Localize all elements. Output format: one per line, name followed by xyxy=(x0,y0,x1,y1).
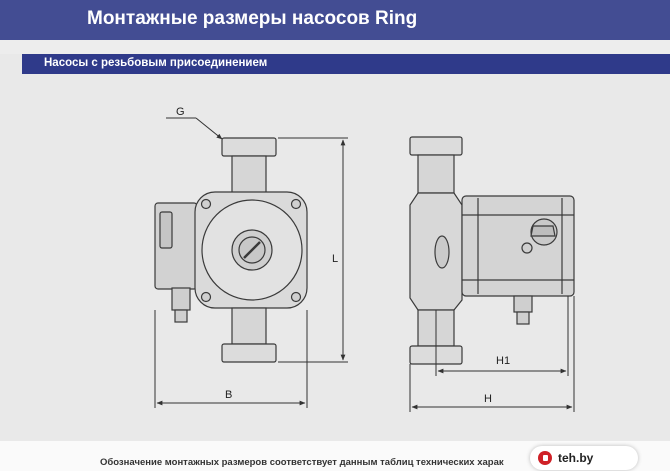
label-g: G xyxy=(176,106,185,118)
label-h: H xyxy=(484,393,492,405)
pin-icon xyxy=(538,451,552,465)
front-view xyxy=(154,137,308,363)
dimension-l xyxy=(278,137,348,363)
label-h1: H1 xyxy=(496,355,510,367)
title-gap xyxy=(0,40,670,54)
dimension-h xyxy=(409,296,575,412)
label-l: L xyxy=(332,253,338,265)
subtitle-bar: Насосы с резьбовым присоединением xyxy=(22,54,670,74)
watermark-badge: teh.by xyxy=(530,446,638,470)
dimension-b xyxy=(154,310,308,408)
g-leader xyxy=(166,117,223,140)
side-view xyxy=(409,136,575,365)
label-b: B xyxy=(225,389,232,401)
footer-note: Обозначение монтажных размеров соответст… xyxy=(100,457,504,468)
title-bar: Монтажные размеры насосов Ring xyxy=(0,0,670,40)
page-title: Монтажные размеры насосов Ring xyxy=(87,8,418,29)
dimension-h1 xyxy=(435,296,569,376)
watermark-text: teh.by xyxy=(558,451,594,465)
section-subtitle: Насосы с резьбовым присоединением xyxy=(44,57,268,69)
